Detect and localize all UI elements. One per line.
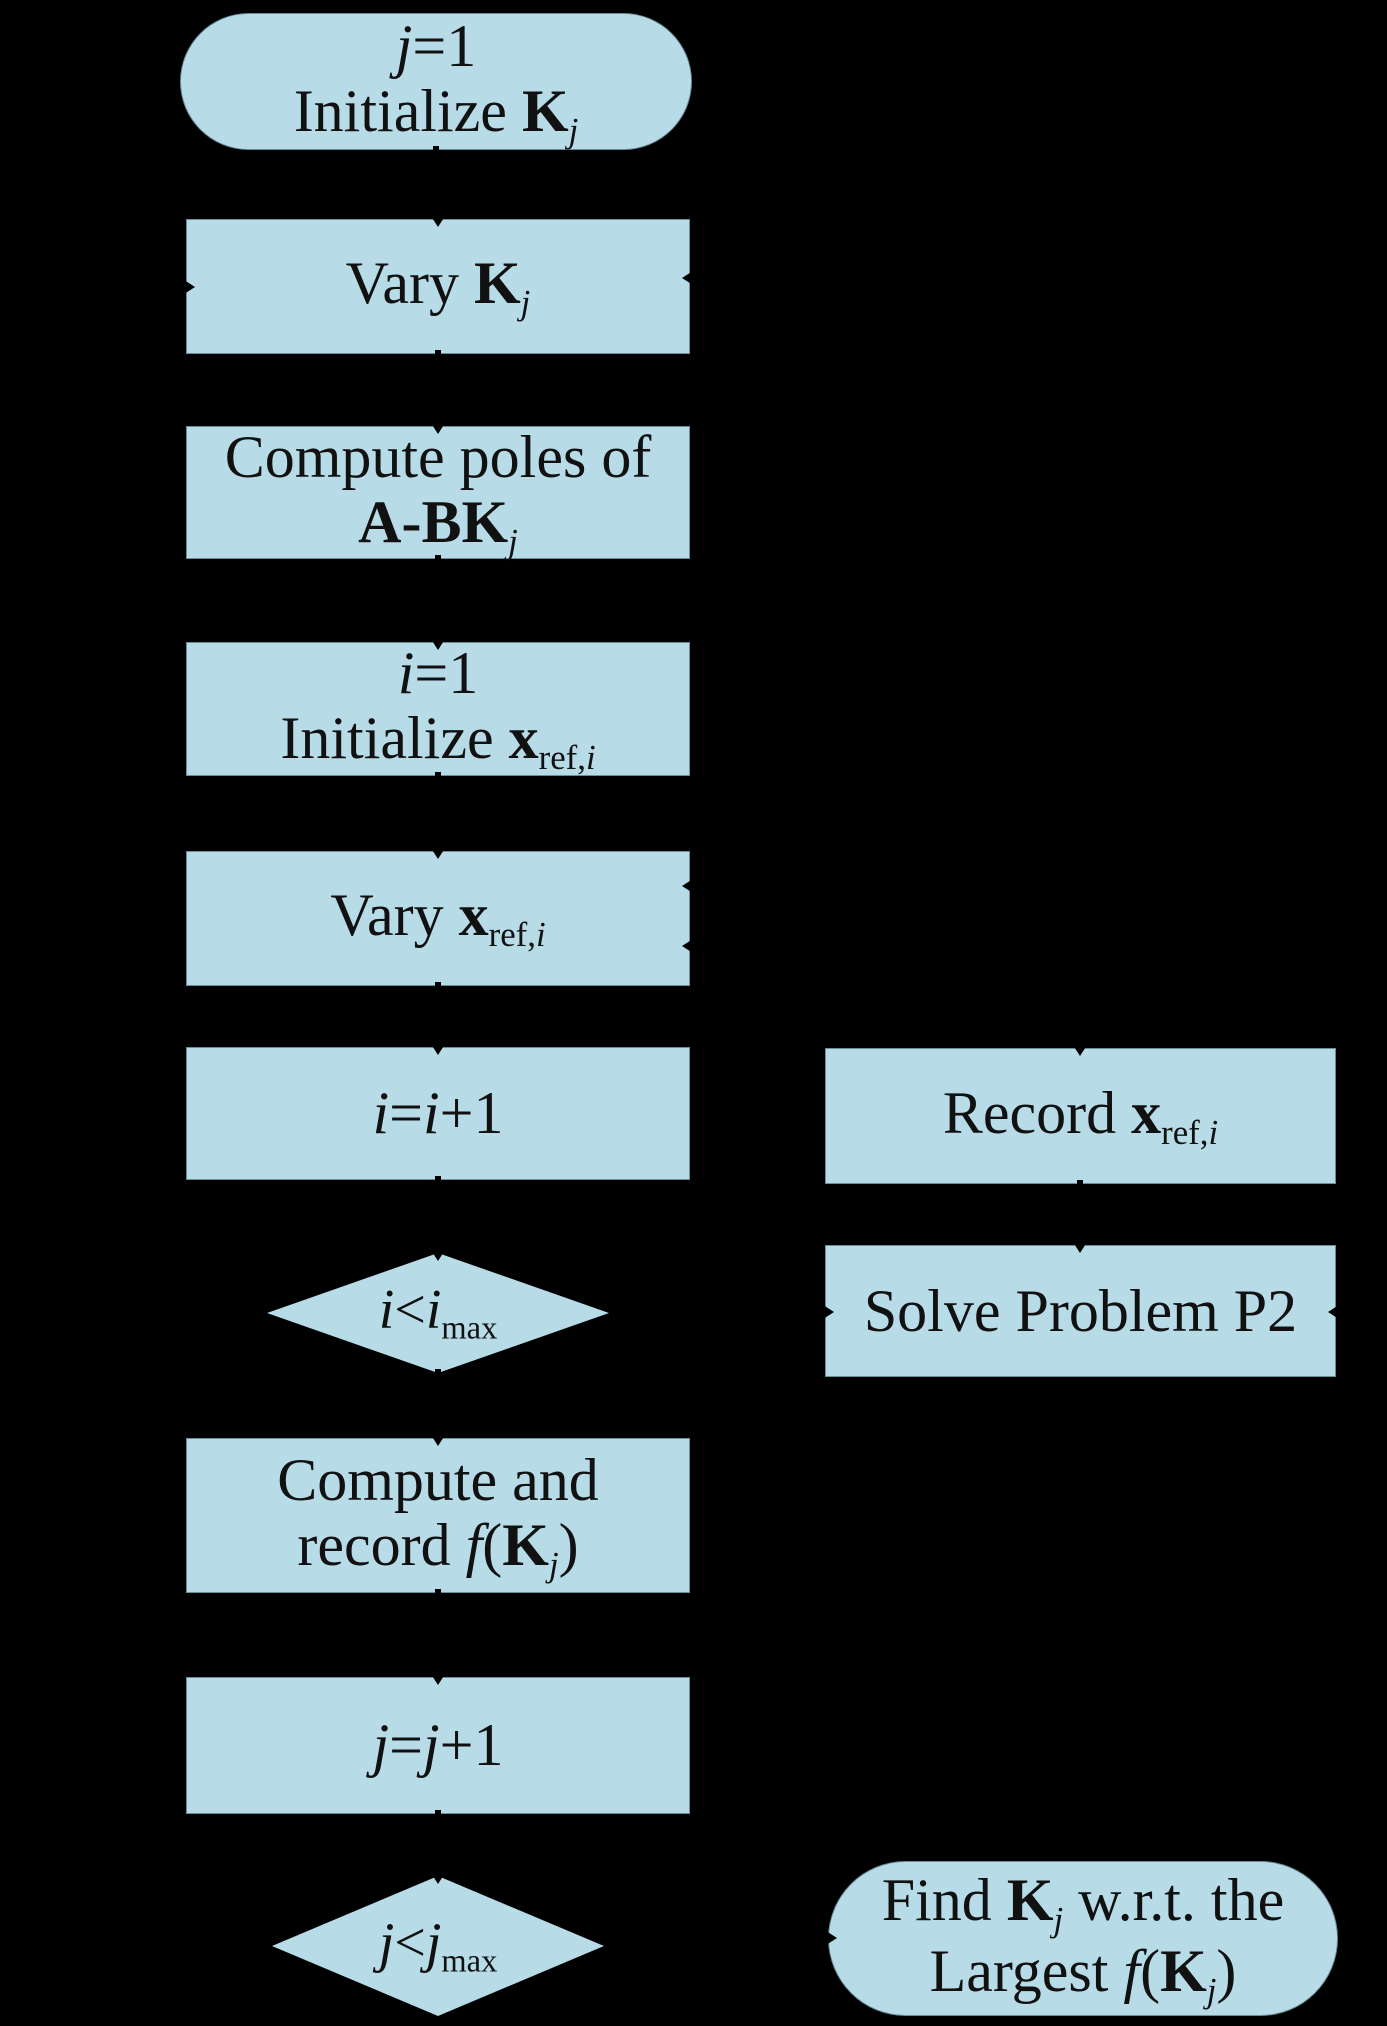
connector-stub bbox=[435, 1589, 441, 1597]
label-line: i=i+1 bbox=[372, 1080, 504, 1147]
label-line: Vary xref,i bbox=[330, 882, 546, 955]
label-line: Initialize xref,i bbox=[280, 705, 596, 778]
label-line: Compute and bbox=[277, 1446, 599, 1513]
label-line: Vary Kj bbox=[345, 250, 531, 323]
node-label: Record xref,i bbox=[942, 1079, 1219, 1152]
label-line: j=1 bbox=[395, 12, 477, 79]
connector-stub bbox=[1077, 1180, 1083, 1188]
node-label: j=j+1 bbox=[372, 1713, 503, 1778]
label-line: j=j+1 bbox=[372, 1712, 504, 1779]
connector-stub bbox=[435, 982, 441, 990]
decision-i-less-imax: i<imax bbox=[267, 1253, 609, 1373]
node-label: Vary xref,i bbox=[330, 883, 545, 954]
node-vary-xref: Vary xref,i bbox=[186, 851, 690, 986]
node-label: i=i+1 bbox=[372, 1081, 503, 1146]
label-line: Compute poles of bbox=[224, 423, 652, 490]
connector-stub bbox=[435, 1369, 441, 1377]
label-line: Record xref,i bbox=[942, 1079, 1219, 1152]
decision-j-less-jmax: j<jmax bbox=[272, 1876, 604, 2016]
label-line: record f(Kj) bbox=[297, 1511, 579, 1584]
connector-stub bbox=[435, 1176, 441, 1184]
node-label: Solve Problem P2 bbox=[863, 1277, 1298, 1344]
label-line: Largest f(Kj) bbox=[929, 1937, 1237, 2010]
node-solve-problem-p2: Solve Problem P2 bbox=[825, 1245, 1336, 1377]
label-line: Initialize Kj bbox=[293, 77, 579, 150]
connector-stub bbox=[435, 350, 441, 358]
node-increment-i: i=i+1 bbox=[186, 1047, 690, 1180]
node-label: j<jmax bbox=[379, 1913, 498, 1979]
connector-stub bbox=[435, 555, 441, 563]
connector-stub bbox=[433, 146, 439, 154]
node-vary-kj: Vary Kj bbox=[186, 219, 690, 354]
connector-stub bbox=[435, 772, 441, 780]
label-line: A-BKj bbox=[358, 488, 518, 561]
label-line: Solve Problem P2 bbox=[863, 1277, 1298, 1344]
node-label: i<imax bbox=[379, 1280, 498, 1346]
node-record-xref: Record xref,i bbox=[825, 1048, 1336, 1184]
node-label: Vary Kj bbox=[346, 251, 531, 322]
connector-stub bbox=[435, 1810, 441, 1818]
label-line: Find Kj w.r.t. the bbox=[881, 1866, 1285, 1939]
label-line: i<imax bbox=[378, 1278, 498, 1347]
label-line: j<jmax bbox=[378, 1911, 498, 1980]
label-line: i=1 bbox=[397, 640, 479, 707]
node-increment-j: j=j+1 bbox=[186, 1677, 690, 1814]
